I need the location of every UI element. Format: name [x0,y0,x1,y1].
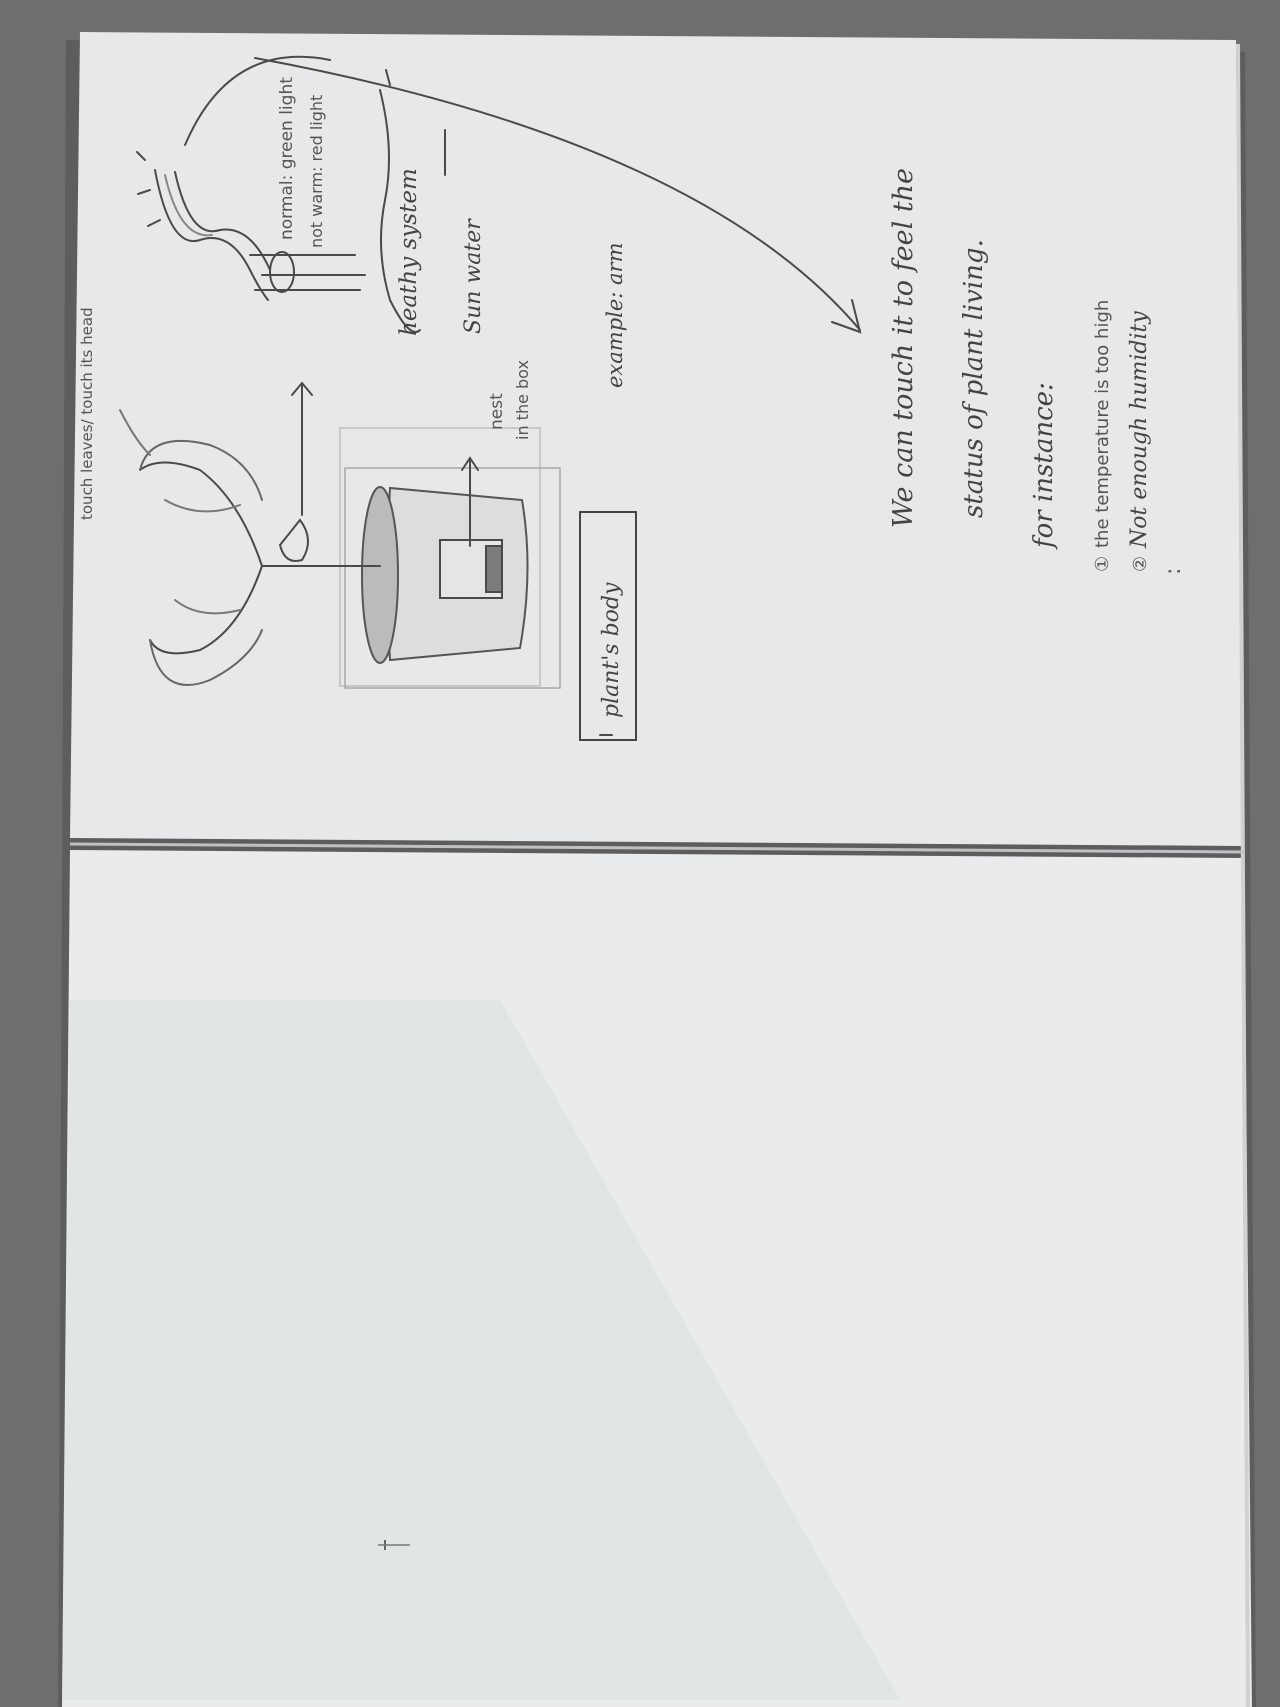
main-sentence-2: status of plant living. [959,239,989,518]
nest-note: nest [487,393,507,430]
bracelet-note-warm: not warm: red light [307,95,326,248]
list-item-2: Not enough humidity [1127,311,1152,549]
pot-drawing [339,427,561,689]
top-note: touch leaves/ touch its head [78,307,96,520]
curved-arrow [254,57,861,331]
main-sentence-1: We can touch it to feel the [888,168,919,528]
plant-drawing [119,381,381,686]
system-wave [379,89,421,333]
for-instance-label: for instance: [1029,382,1059,550]
list-item-1: the temperature is too high [1092,300,1113,548]
notebook-top-page [70,32,1244,846]
example-note: example: arm [603,242,627,388]
plant-body-label-box [579,511,637,741]
nest-note-2: in the box [513,360,532,440]
bracelet-note-normal: normal: green light [277,77,297,240]
list-ellipsis: : [1161,568,1186,575]
system-label: heathy system [396,168,422,336]
sun-water-note: Sun water [461,218,486,334]
notebook-spine [69,842,1245,854]
bracelet-drawing [136,55,366,301]
sketch-content [119,55,862,741]
list-marker-2: ② [1130,556,1151,572]
page-edge [1236,43,1250,1707]
list-marker-1: ① [1092,556,1113,572]
page-shadow [62,1000,900,1700]
box-label: plant's body [599,582,624,718]
